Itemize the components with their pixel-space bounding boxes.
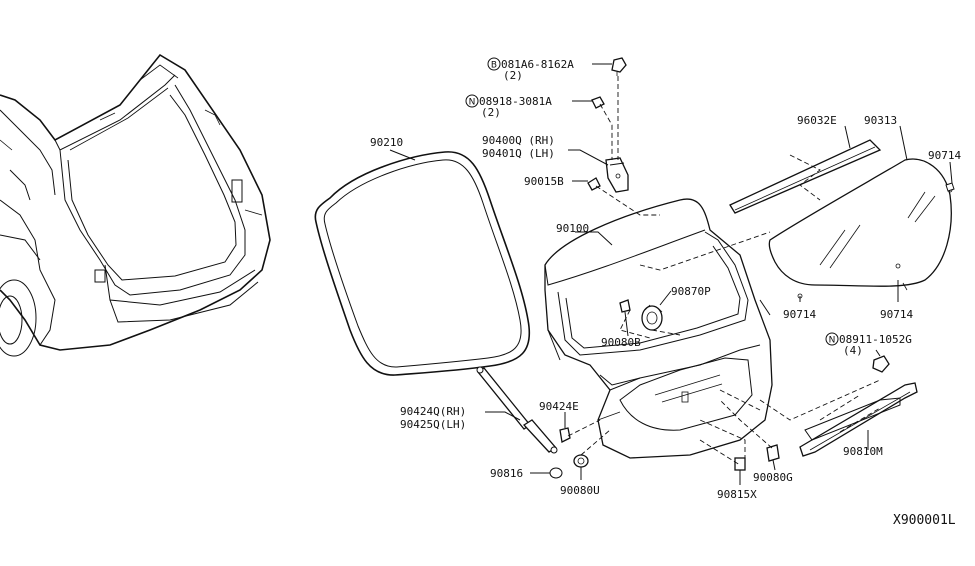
clip-90815x [734, 457, 746, 471]
nut1-symbol: N [469, 98, 476, 108]
label-stay-lh: 90425Q(LH) [400, 418, 466, 431]
bolt-part [611, 57, 627, 76]
assembly-lines [567, 76, 881, 466]
label-90080b: 90080B [601, 336, 641, 349]
label-90313: 90313 [864, 114, 897, 127]
glass-clip-markers [945, 182, 955, 192]
spoiler-seal [729, 139, 882, 214]
label-90714-right: 90714 [880, 308, 913, 321]
label-nut2-qty: (4) [843, 344, 863, 357]
label-90714-top: 90714 [928, 149, 961, 162]
label-90870p: 90870P [671, 285, 711, 298]
leader-lines [389, 63, 953, 485]
clip-90424e [559, 427, 571, 443]
label-90714-left: 90714 [783, 308, 816, 321]
diagram-code: X900001L [893, 513, 956, 528]
stay-90015b [587, 177, 601, 191]
label-bolt-ref: 081A6-8162A [501, 58, 574, 71]
label-90210: 90210 [370, 136, 403, 149]
callout-nut1: N 08918-3081A (2) [465, 94, 552, 119]
label-90424e: 90424E [539, 400, 579, 413]
label-nut1-qty: (2) [481, 106, 501, 119]
label-nut2-ref: 08911-1052G [839, 333, 912, 346]
grommet-90080b [619, 299, 631, 313]
label-96032e: 96032E [797, 114, 837, 127]
label-stay-rh: 90424Q(RH) [400, 405, 466, 418]
label-hinge-rh: 90400Q (RH) [482, 134, 555, 147]
label-nut1-ref: 08918-3081A [479, 95, 552, 108]
weatherstrip-seal [314, 151, 531, 376]
label-90100: 90100 [556, 222, 589, 235]
nut-08911 [872, 355, 890, 373]
rear-finisher [799, 382, 918, 457]
label-90815x: 90815X [717, 488, 757, 501]
back-door-panel [544, 198, 773, 459]
callout-bolt: B 081A6-8162A (2) [487, 57, 574, 82]
label-90816: 90816 [490, 467, 523, 480]
grommet-90080g [766, 444, 780, 462]
callout-nut2: N 08911-1052G (4) [825, 332, 912, 357]
label-90810m: 90810M [843, 445, 883, 458]
nut-part [591, 96, 605, 109]
label-90015b: 90015B [524, 175, 564, 188]
bolt-symbol: B [491, 61, 497, 71]
label-hinge-lh: 90401Q (LH) [482, 147, 555, 160]
bumper-90870p [641, 304, 663, 331]
cap-90816 [549, 467, 563, 479]
door-hinge [605, 157, 629, 193]
label-90080g: 90080G [753, 471, 793, 484]
nut2-symbol: N [829, 336, 836, 346]
vehicle-rear-body [0, 53, 271, 357]
gas-stay [476, 366, 558, 454]
label-bolt-qty: (2) [503, 69, 523, 82]
label-90080u: 90080U [560, 484, 600, 497]
grommet-90080u [573, 454, 589, 468]
